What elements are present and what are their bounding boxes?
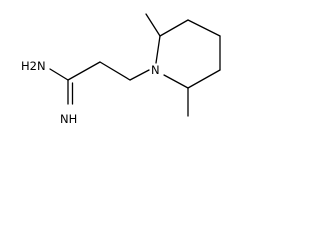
amine-label: H2N xyxy=(21,59,46,73)
bond-methyl-upper xyxy=(145,13,161,37)
bond-chain-2 xyxy=(99,61,131,81)
bond-chain-1 xyxy=(67,61,101,81)
imine-label: NH xyxy=(60,112,77,126)
bond-c5-c6 xyxy=(187,69,221,89)
bond-c2-c3 xyxy=(159,19,189,37)
bond-n-c2 xyxy=(155,35,161,64)
bond-chain-n xyxy=(129,69,150,81)
chemical-structure: H2N NH N xyxy=(21,13,221,126)
bond-c6-n xyxy=(163,74,189,89)
bond-amine-c xyxy=(49,68,69,81)
bond-c3-c4 xyxy=(187,19,221,37)
ring-nitrogen-label: N xyxy=(151,63,160,77)
